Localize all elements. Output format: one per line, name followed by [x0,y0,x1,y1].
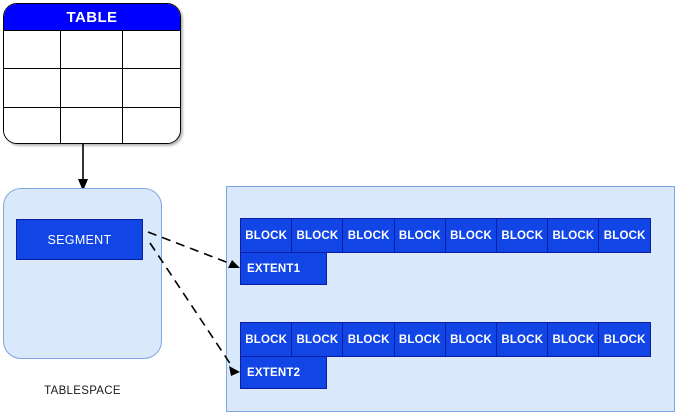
table-cell [4,31,61,69]
table-grid [4,31,180,143]
table-cell [123,69,180,108]
table-cell [123,108,180,143]
extent1-label-box[interactable]: EXTENT1 [240,252,327,285]
table-cell [4,69,61,108]
block-cell[interactable]: BLOCK [444,322,498,357]
block-cell[interactable]: BLOCK [598,322,651,357]
block-cell[interactable]: BLOCK [342,218,395,253]
block-cell[interactable]: BLOCK [496,322,549,357]
block-cell[interactable]: BLOCK [342,322,395,357]
block-cell[interactable]: BLOCK [496,218,549,253]
block-cell[interactable]: BLOCK [240,322,293,357]
table-header-label: TABLE [4,4,180,31]
segment-box[interactable]: SEGMENT [16,219,143,260]
table-cell [123,31,180,69]
block-cell[interactable]: BLOCK [393,322,447,357]
extent2-label-box[interactable]: EXTENT2 [240,356,327,389]
block-cell[interactable]: BLOCK [240,218,293,253]
block-cell[interactable]: BLOCK [547,322,600,357]
block-cell[interactable]: BLOCK [291,218,344,253]
block-cell[interactable]: BLOCK [444,218,498,253]
table-cell [61,108,123,143]
block-cell[interactable]: BLOCK [547,218,600,253]
block-cell[interactable]: BLOCK [291,322,344,357]
extent1-block-row: BLOCK BLOCK BLOCK BLOCK BLOCK BLOCK BLOC… [240,218,651,253]
table-cell [61,31,123,69]
extent2-block-row: BLOCK BLOCK BLOCK BLOCK BLOCK BLOCK BLOC… [240,322,651,357]
block-cell[interactable]: BLOCK [393,218,447,253]
table-cell [61,69,123,108]
table-to-segment-arrow-icon [78,144,88,191]
tablespace-container [3,188,162,359]
tablespace-label: TABLESPACE [44,385,121,397]
block-cell[interactable]: BLOCK [598,218,651,253]
table-box: TABLE [3,3,181,144]
table-cell [4,108,61,143]
